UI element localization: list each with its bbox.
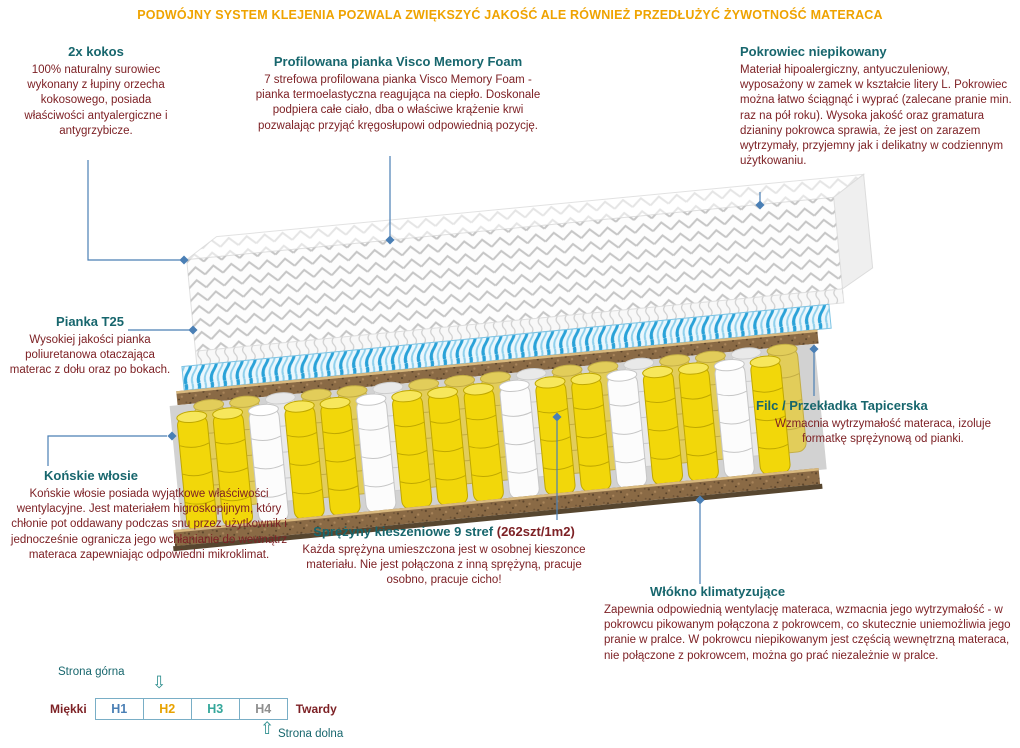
annotation-konskie-wlosie-title: Końskie włosie xyxy=(44,468,138,483)
top-banner: PODWÓJNY SYSTEM KLEJENIA POZWALA ZWIĘKSZ… xyxy=(137,8,883,22)
firmness-level-h4[interactable]: H4 xyxy=(238,698,288,720)
annotation-wlokno-title: Włókno klimatyzujące xyxy=(650,584,786,599)
annotation-sprezyny-title-suffix: (262szt/1m2) xyxy=(493,524,575,539)
annotation-kokos: 2x kokos 100% naturalny surowiec wykonan… xyxy=(12,44,180,139)
annotation-konskie-wlosie-body: Końskie włosie posiada wyjątkowe właściw… xyxy=(10,488,288,561)
annotation-kokos-title: 2x kokos xyxy=(68,44,124,59)
firmness-scale-row: Miękki H1 H2 H3 H4 Twardy xyxy=(50,698,337,720)
annotation-filc-body: Wzmacnia wytrzymałość materaca, izoluje … xyxy=(774,418,991,446)
annotation-pokrowiec-title: Pokrowiec niepikowany xyxy=(740,44,887,59)
firmness-level-h3[interactable]: H3 xyxy=(190,698,240,720)
annotation-pianka-t25: Pianka T25 Wysokiej jakości pianka poliu… xyxy=(4,314,176,379)
annotation-visco-title: Profilowana pianka Visco Memory Foam xyxy=(273,54,523,69)
annotation-sprezyny-body: Każda sprężyna umieszczona jest w osobne… xyxy=(302,544,586,587)
annotation-filc-title: Filc / Przekładka Tapicerska xyxy=(756,398,928,413)
coir-top-layer xyxy=(176,329,819,406)
annotation-konskie-wlosie: Końskie włosie Końskie włosie posiada wy… xyxy=(4,468,294,563)
annotation-sprezyny-title: Sprężyny kieszeniowe 9 stref (262szt/1m2… xyxy=(290,524,598,539)
annotation-filc: Filc / Przekładka Tapicerska Wzmacnia wy… xyxy=(756,398,1010,447)
annotation-sprezyny: Sprężyny kieszeniowe 9 stref (262szt/1m2… xyxy=(290,524,598,589)
annotation-pianka-t25-body: Wysokiej jakości pianka poliuretanowa ot… xyxy=(9,334,171,377)
firmness-bottom-side-label: Strona dolna xyxy=(278,728,344,740)
arrow-down-icon: ⇩ xyxy=(152,673,167,692)
firmness-level-h2[interactable]: H2 xyxy=(142,698,192,720)
annotation-pianka-t25-title: Pianka T25 xyxy=(56,314,124,329)
arrow-up-icon: ⇧ xyxy=(260,719,275,738)
mattress-svg xyxy=(169,173,874,552)
firmness-hard-label: Twardy xyxy=(295,702,337,716)
annotation-pokrowiec-body: Materiał hipoalergiczny, antyuczuleniowy… xyxy=(740,64,1012,168)
annotation-visco-body: 7 strefowa profilowana pianka Visco Memo… xyxy=(255,74,541,132)
pocket-springs-layer xyxy=(176,343,807,531)
annotation-wlokno-body: Zapewnia odpowiednią wentylację materaca… xyxy=(604,604,1011,662)
firmness-levels: H1 H2 H3 H4 xyxy=(94,698,288,720)
firmness-top-side-label: Strona górna xyxy=(58,666,125,678)
annotation-sprezyny-title-main: Sprężyny kieszeniowe 9 stref xyxy=(313,524,494,539)
annotation-visco: Profilowana pianka Visco Memory Foam 7 s… xyxy=(246,54,550,134)
annotation-wlokno: Włókno klimatyzujące Zapewnia odpowiedni… xyxy=(604,584,1014,664)
mattress-illustration xyxy=(100,150,980,615)
coir-bottom-layer xyxy=(173,468,823,552)
annotation-kokos-body: 100% naturalny surowiec wykonany z łupin… xyxy=(24,64,168,137)
firmness-soft-label: Miękki xyxy=(50,702,87,716)
firmness-level-h1[interactable]: H1 xyxy=(94,698,144,720)
annotation-pokrowiec: Pokrowiec niepikowany Materiał hipoalerg… xyxy=(740,44,1012,169)
